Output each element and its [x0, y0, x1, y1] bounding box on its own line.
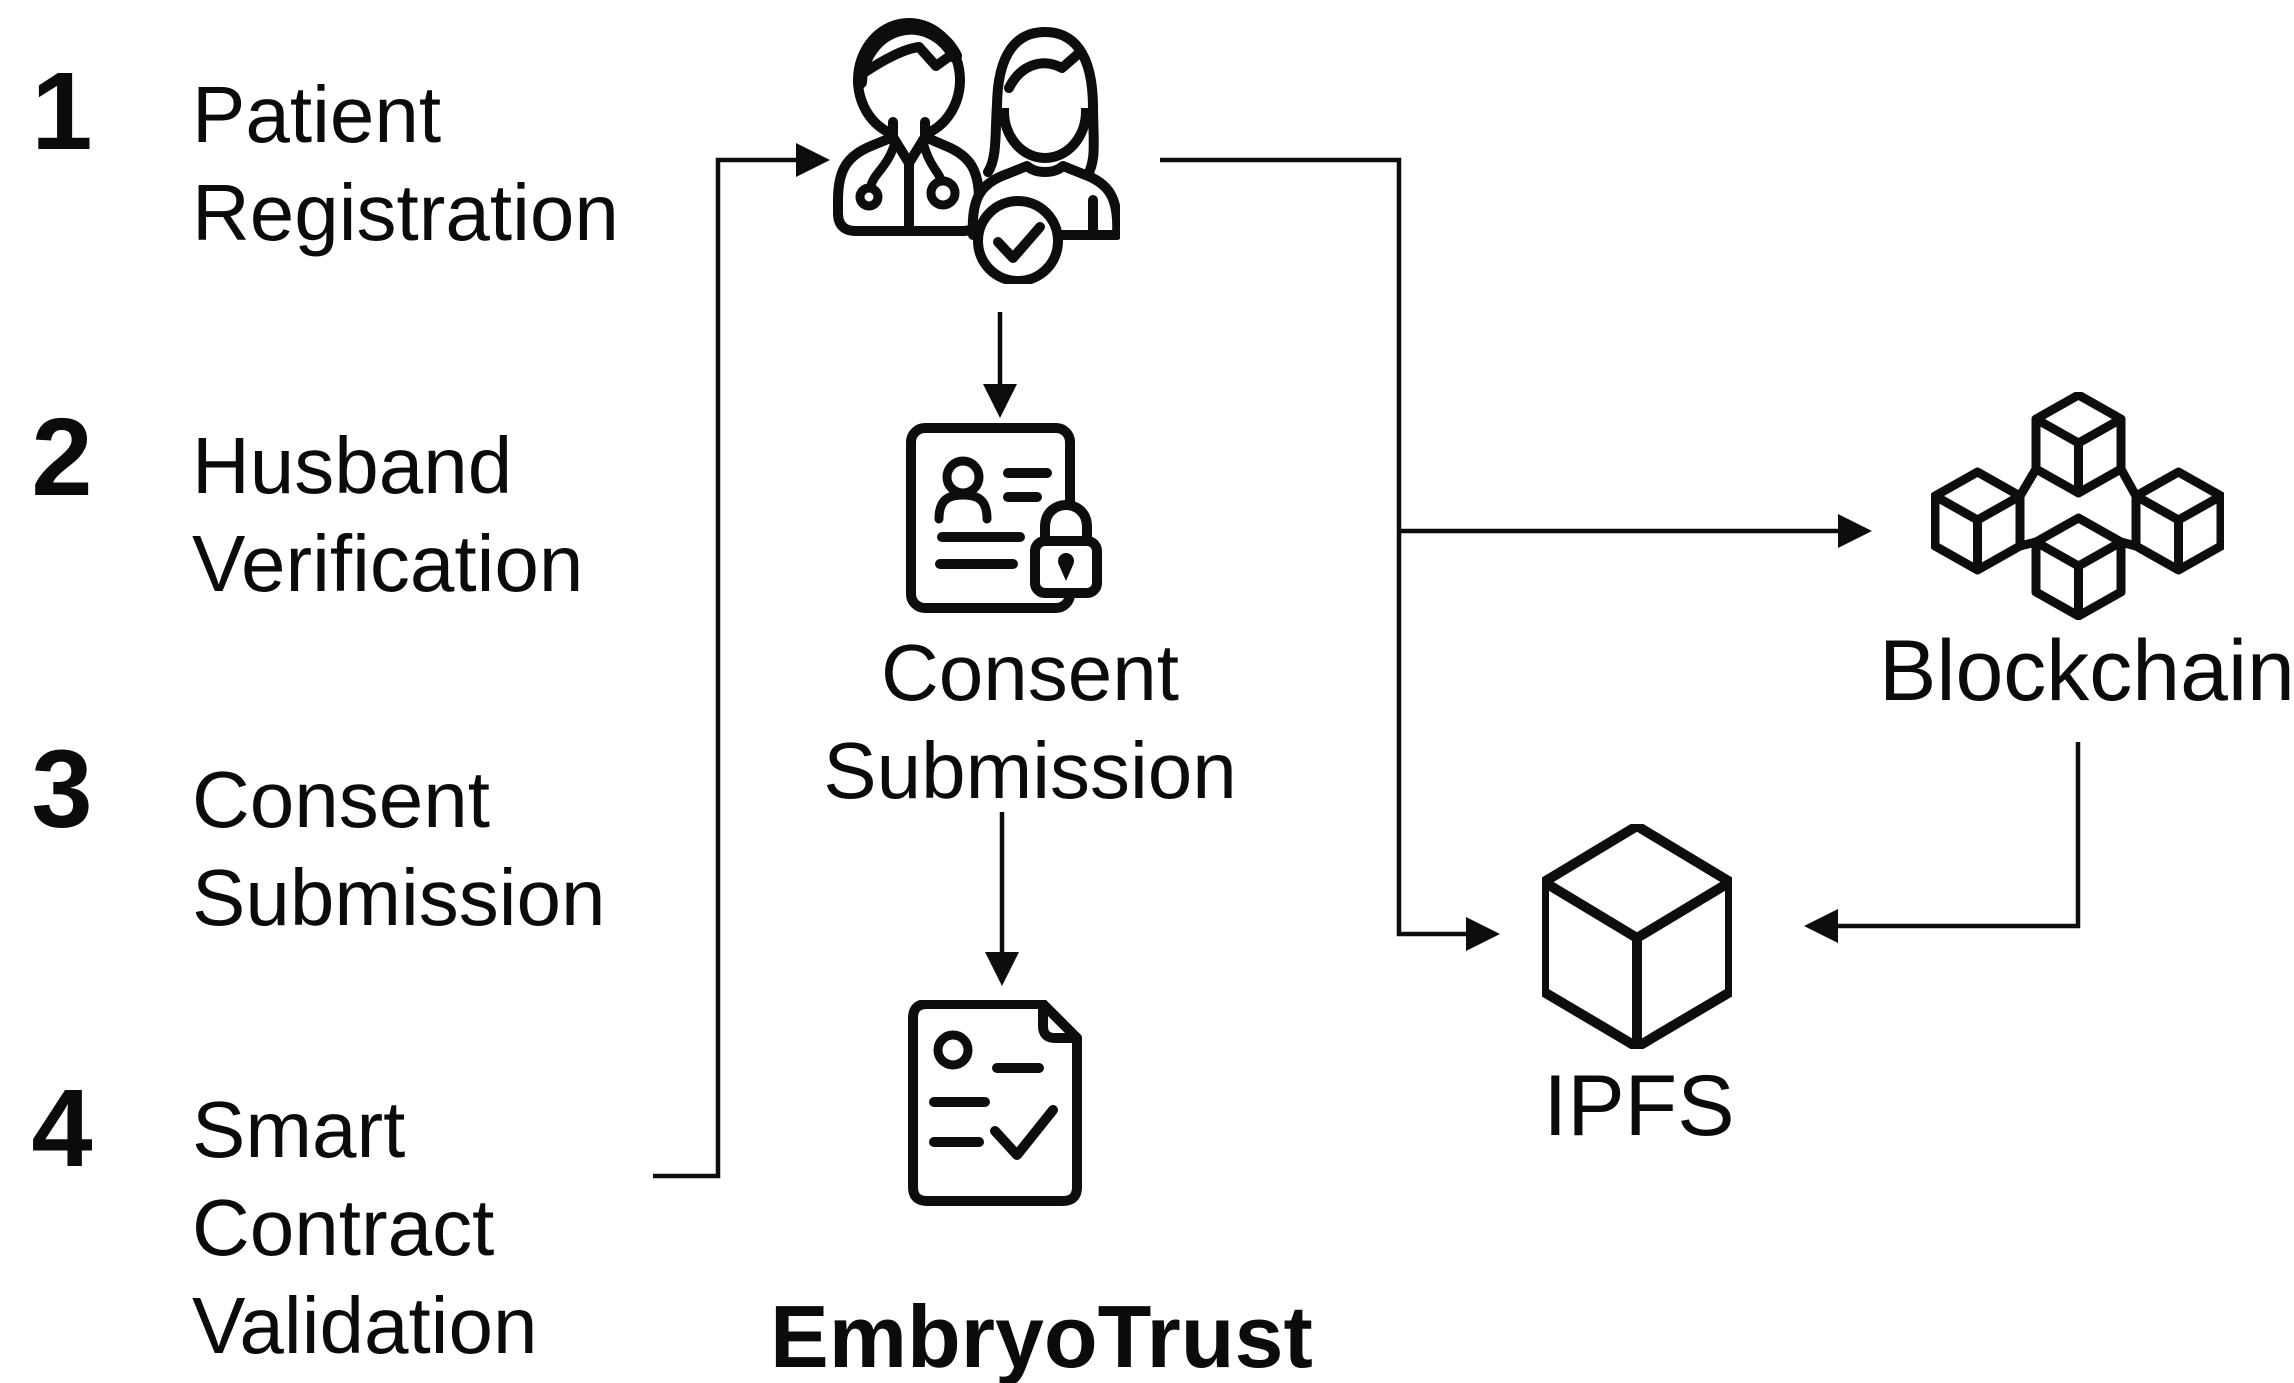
- arrowhead-right-icon: [1838, 514, 1872, 548]
- step-2-label: Husband Verification: [192, 421, 584, 608]
- embryotrust-label: EmbryoTrust: [770, 1287, 1313, 1383]
- cube-link: [2015, 537, 2041, 551]
- stethoscope-chestpiece: [855, 183, 883, 211]
- step-1-number: 1: [31, 50, 93, 173]
- validated-document-icon: [908, 1000, 1082, 1206]
- cube-link: [2015, 464, 2041, 501]
- step-3-number: 3: [31, 728, 93, 851]
- cube-left: [1931, 467, 2025, 575]
- arrow-registration-to-ipfs: [1160, 157, 1468, 937]
- blockchain-cubes-icon: [1931, 392, 2224, 620]
- cube-bottom: [2031, 513, 2126, 620]
- blockchain-label: Blockchain: [1879, 623, 2294, 719]
- ipfs-label: IPFS: [1543, 1058, 1735, 1154]
- doctor-and-patient-verified-icon: [833, 18, 1120, 284]
- check-badge-icon: [973, 196, 1063, 284]
- arrowhead-left-icon: [1804, 909, 1838, 943]
- cube-link: [2116, 464, 2141, 501]
- lock-shackle: [1040, 500, 1092, 546]
- cube-link: [2116, 537, 2141, 551]
- arrowhead-right-icon: [1466, 917, 1500, 951]
- stethoscope-tube: [866, 137, 900, 191]
- step-1-label: Patient Registration: [192, 70, 619, 257]
- ipfs-cube-icon: [1542, 824, 1732, 1049]
- doctor-hair: [853, 20, 962, 89]
- consent-submission-label: Consent Submission: [823, 628, 1237, 815]
- arrowhead-down-icon: [985, 952, 1019, 986]
- step-4-label: Smart Contract Validation: [192, 1085, 538, 1370]
- step-3-label: Consent Submission: [192, 755, 606, 942]
- cube-right: [2131, 467, 2224, 575]
- arrow-blockchain-to-ipfs: [1836, 742, 2081, 929]
- checkmark: [990, 1105, 1058, 1160]
- arrow-steps-to-registration: [653, 157, 798, 1179]
- cube-top: [2031, 392, 2126, 498]
- step-2-number: 2: [31, 396, 93, 519]
- page-fold: [1038, 1000, 1082, 1043]
- step-4-number: 4: [31, 1067, 93, 1190]
- patient-hair: [992, 27, 1098, 113]
- arrowhead-right-icon: [796, 143, 830, 177]
- consent-document-lock-icon: [906, 423, 1102, 613]
- arrowhead-down-icon: [983, 384, 1017, 418]
